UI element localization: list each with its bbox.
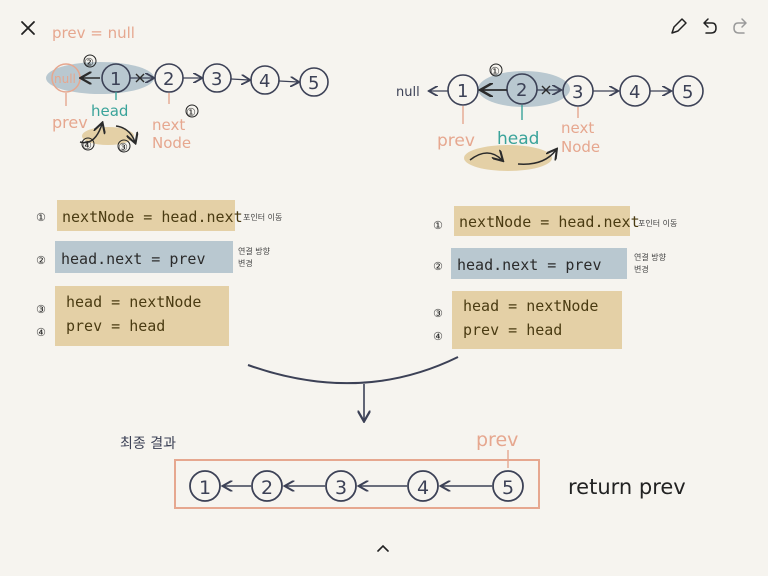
- result-node-4-label: 4: [417, 477, 429, 499]
- result-title: 최종 결과: [120, 436, 176, 452]
- right-code-line2-bg: [451, 248, 627, 279]
- left-code-line2-bg: [55, 241, 233, 273]
- chevron-up-icon: [377, 544, 389, 552]
- redo-button[interactable]: [733, 18, 747, 34]
- left-code-line4: prev = head: [66, 317, 165, 335]
- left-code-line34-bg: [55, 286, 229, 346]
- right-code-line1-bg: [454, 206, 630, 236]
- right-code-block: ① nextNode = head.next 포인터 이동 ② head.nex…: [433, 206, 677, 349]
- right-code-step4: ④: [433, 330, 443, 343]
- pen-tool-button[interactable]: [671, 18, 687, 34]
- left-head-label: head: [91, 102, 128, 120]
- result-node-1: [189, 470, 221, 502]
- right-node-1: [447, 74, 479, 106]
- right-arrow-prev-to-head: [469, 153, 502, 160]
- left-node-2-label: 2: [163, 69, 174, 90]
- right-code-line4: prev = head: [463, 321, 562, 339]
- left-code-line2: head.next = prev: [61, 250, 206, 268]
- right-code-line1: nextNode = head.next: [459, 213, 640, 231]
- right-node-3-label: 3: [572, 82, 583, 103]
- left-step1: ①: [186, 106, 196, 119]
- left-arrow-head-to-next: [115, 125, 135, 142]
- result-return-label: return prev: [568, 475, 686, 499]
- left-code-line1: nextNode = head.next: [62, 208, 243, 226]
- right-node-1-label: 1: [457, 81, 468, 102]
- left-code-step4: ④: [36, 326, 46, 339]
- left-code-step1: ①: [36, 211, 46, 224]
- left-link-3-4: [230, 79, 249, 80]
- right-node-4-label: 4: [629, 82, 640, 103]
- right-code-step2: ②: [433, 260, 443, 273]
- right-code-line2: head.next = prev: [457, 256, 602, 274]
- right-link-cross: [541, 85, 551, 95]
- left-node-3-label: 3: [211, 69, 222, 90]
- left-code-step2: ②: [36, 254, 46, 267]
- left-prev-label: prev: [52, 113, 88, 132]
- left-code-note1: 포인터 이동: [243, 212, 282, 222]
- right-code-note1: 포인터 이동: [638, 218, 677, 228]
- left-step4: ④: [82, 139, 92, 152]
- right-node-5: [672, 75, 704, 107]
- right-node-5-label: 5: [682, 82, 693, 103]
- left-step4-badge: [81, 137, 95, 151]
- result-node-5-label: 5: [502, 477, 514, 499]
- left-node-1-label: 1: [110, 69, 121, 90]
- result-node-3: [325, 470, 357, 502]
- result-node-2: [251, 470, 283, 502]
- right-null-label: null: [396, 85, 420, 100]
- result-node-2-label: 2: [261, 477, 273, 499]
- right-prev-label: prev: [437, 131, 475, 151]
- left-null-label: null: [54, 72, 76, 86]
- result-node-1-label: 1: [199, 477, 211, 499]
- left-step2-badge: [83, 54, 97, 68]
- right-blue-highlight: [478, 71, 570, 107]
- left-link-cross: [135, 73, 145, 83]
- result-section: 최종 결과 prev 1 2 3 4 5 return prev: [120, 429, 686, 509]
- left-step1-badge: [185, 104, 199, 118]
- right-node-2: [506, 73, 538, 105]
- left-link-4-5: [278, 81, 298, 82]
- right-step1: ①: [490, 65, 500, 78]
- result-node-5: [492, 470, 524, 502]
- close-button[interactable]: [21, 21, 35, 35]
- right-code-step3: ③: [433, 307, 443, 320]
- right-code-step1: ①: [433, 219, 443, 232]
- left-code-line3: head = nextNode: [66, 293, 201, 311]
- left-prev-null-label: prev = null: [52, 24, 135, 42]
- left-node-5-label: 5: [308, 73, 319, 94]
- pencil-icon: [671, 18, 687, 34]
- left-step3: ③: [118, 141, 128, 154]
- left-step3-badge: [117, 139, 131, 153]
- merge-curve: [247, 356, 459, 385]
- right-step1-badge: [489, 63, 503, 77]
- right-code-line3: head = nextNode: [463, 297, 598, 315]
- right-node-2-label: 2: [516, 80, 527, 101]
- result-node-4: [407, 470, 439, 502]
- undo-button[interactable]: [703, 18, 717, 34]
- right-arrow-head-to-next: [517, 150, 556, 165]
- result-nodes: 1 2 3 4 5: [189, 470, 524, 502]
- left-node-4-label: 4: [259, 71, 270, 92]
- result-node-3-label: 3: [335, 477, 347, 499]
- close-icon: [21, 21, 35, 35]
- redo-icon: [733, 18, 747, 34]
- collapse-button[interactable]: [377, 544, 389, 552]
- right-code-line34-bg: [452, 291, 622, 349]
- left-nodes: 1 2 3 4 5: [101, 63, 329, 97]
- left-code-block: ① nextNode = head.next 포인터 이동 ② head.nex…: [36, 200, 282, 346]
- right-head-label: head: [497, 129, 539, 149]
- result-prev-label: prev: [476, 429, 518, 451]
- left-step2: ②: [84, 56, 94, 69]
- left-code-step3: ③: [36, 303, 46, 316]
- left-diagram: prev = null null ② 1 2 3 4 5: [46, 24, 329, 154]
- left-code-line1-bg: [57, 200, 235, 231]
- undo-icon: [703, 18, 717, 34]
- result-frame: [174, 459, 540, 509]
